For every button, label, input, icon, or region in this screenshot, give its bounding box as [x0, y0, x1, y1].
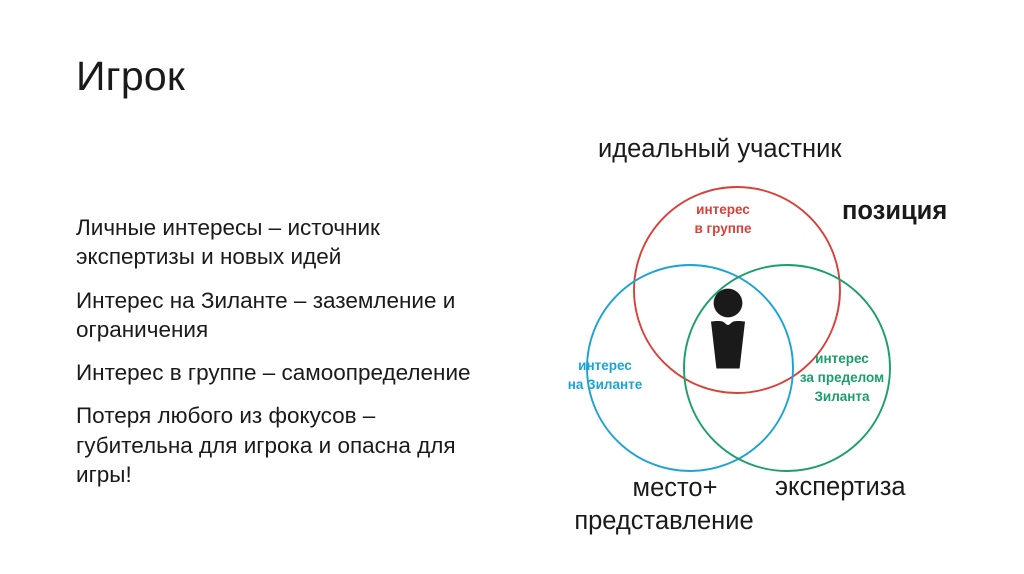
venn-outer-label-bottom-left-line-2: представление — [574, 507, 754, 536]
venn-outer-label-bottom-right: экспертиза — [775, 473, 906, 501]
venn-label-line-2: за пределом — [799, 370, 885, 386]
person-figure-icon — [711, 288, 745, 369]
bullet-list: Личные интересы – источник экспертизы и … — [76, 213, 472, 489]
venn-circle-interest-in-group — [633, 186, 841, 394]
venn-outer-label-bottom-left-line-1: место+ — [632, 474, 718, 502]
venn-label-interest-beyond-zilant: интерес за пределом Зиланта — [778, 349, 906, 406]
list-item: Личные интересы – источник экспертизы и … — [76, 215, 380, 270]
venn-label-line-2: на Зиланте — [567, 377, 643, 393]
page-title: Игрок — [76, 53, 185, 99]
venn-circle-interest-at-zilant — [586, 264, 794, 472]
list-item: Интерес на Зиланте – заземление и ограни… — [76, 287, 456, 342]
venn-label-line-1: интерес — [578, 358, 632, 373]
venn-diagram: интерес в группе интерес на Зиланте инте… — [490, 120, 1010, 560]
venn-label-interest-in-group: интерес в группе — [668, 200, 778, 238]
venn-outer-label-right: позиция — [842, 197, 948, 225]
venn-circles-svg — [586, 186, 891, 472]
venn-outer-label-top: идеальный участник — [598, 135, 842, 163]
venn-label-line-3: Зиланта — [814, 389, 870, 405]
venn-circle-interest-beyond-zilant — [683, 264, 891, 472]
venn-label-interest-at-zilant: интерес на Зиланте — [550, 356, 660, 394]
venn-label-line-2: в группе — [694, 221, 752, 237]
list-item: Интерес в группе – самоопределение — [76, 360, 471, 385]
venn-label-line-1: интерес — [815, 351, 869, 366]
venn-outer-label-bottom-left: место+ представление — [574, 472, 775, 538]
venn-label-line-1: интерес — [696, 202, 750, 217]
list-item: Потеря любого из фокусов – губительна дл… — [76, 403, 456, 487]
